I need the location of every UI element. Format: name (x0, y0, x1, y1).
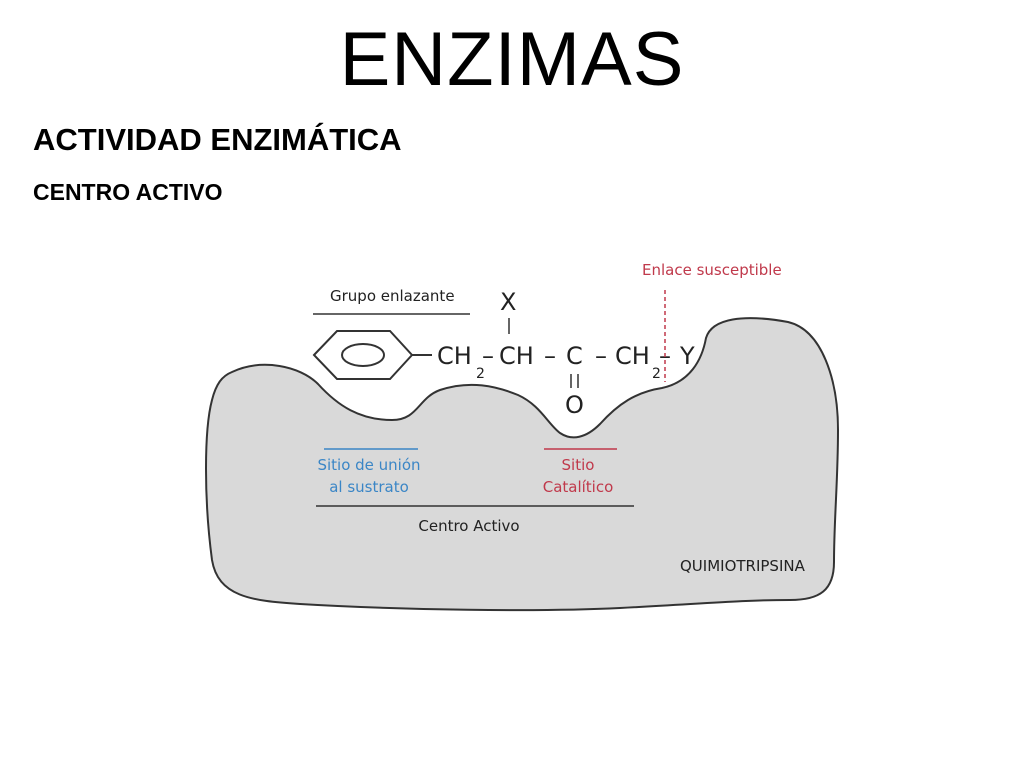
substituent-y: Y (679, 342, 695, 370)
catalytic-site-label-2: Catalítico (543, 478, 614, 496)
enzyme-body (205, 317, 840, 612)
bond-dash-1: – (482, 342, 494, 370)
ch2-subscript-1: 2 (476, 366, 485, 382)
slide-subtitle: ACTIVIDAD ENZIMÁTICA (33, 122, 402, 157)
binding-site-label-2: al sustrato (329, 478, 409, 496)
ch2-group-2: CH (615, 342, 650, 370)
enzyme-name: QUIMIOTRIPSINA (680, 557, 806, 575)
slide-section-heading: CENTRO ACTIVO (33, 179, 223, 205)
binding-site-label-1: Sitio de unión (317, 456, 420, 474)
benzene-ring (312, 330, 414, 380)
ch2-group-1: CH (437, 342, 472, 370)
ch-group: CH (499, 342, 534, 370)
carbonyl-oxygen: O (565, 391, 584, 419)
active-center-label: Centro Activo (418, 517, 519, 535)
catalytic-site-label-1: Sitio (562, 456, 595, 474)
ch2-subscript-2: 2 (652, 366, 661, 382)
bond-dash-2: – (544, 342, 556, 370)
group-label: Grupo enlazante (330, 287, 455, 305)
bond-label: Enlace susceptible (642, 261, 782, 279)
carbonyl-carbon: C (566, 342, 583, 370)
slide-title: ENZIMAS (339, 17, 685, 102)
substituent-x: X (500, 288, 516, 316)
bond-dash-3: – (595, 342, 607, 370)
